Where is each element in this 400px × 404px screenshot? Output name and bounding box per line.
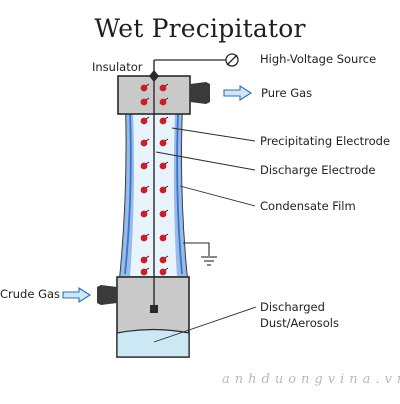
charge-particle-right xyxy=(159,117,167,125)
pure-gas-arrow-icon xyxy=(223,84,253,102)
charge-particle-left-tail xyxy=(145,161,150,165)
charge-particle-right xyxy=(159,268,167,276)
label-condensate-film: Condensate Film xyxy=(260,199,356,213)
pure-gas-nozzle xyxy=(190,82,210,104)
charge-particle-left xyxy=(140,256,148,264)
charge-particle-left-tail xyxy=(145,185,150,189)
charge-particle-left xyxy=(140,84,148,92)
label-discharged-dust-line2: Dust/Aerosols xyxy=(260,316,339,330)
charge-particle-left-tail xyxy=(145,209,150,213)
charge-particle-right-tail xyxy=(164,209,169,213)
charge-particle-right-tail xyxy=(164,161,169,165)
charge-particle-right-tail xyxy=(164,255,169,259)
label-insulator: Insulator xyxy=(92,60,143,74)
charge-particle-right xyxy=(159,162,167,170)
electrode-weight xyxy=(150,305,158,313)
charge-particle-left xyxy=(140,117,148,125)
charge-particle-left-tail xyxy=(145,83,150,87)
charge-particle-right xyxy=(159,256,167,264)
charge-particle-left xyxy=(140,210,148,218)
charge-particle-right xyxy=(159,186,167,194)
charge-particle-left-tail xyxy=(145,255,150,259)
charge-particle-left xyxy=(140,98,148,106)
condensate-film-right xyxy=(176,113,183,275)
ground-icon xyxy=(183,242,217,266)
condensate-film-left xyxy=(124,113,132,275)
charge-particle-left xyxy=(140,186,148,194)
label-crude-gas: Crude Gas xyxy=(0,287,61,301)
label-high-voltage-source: High-Voltage Source xyxy=(260,52,377,66)
charge-particle-left-tail xyxy=(145,138,150,142)
charge-particle-right-tail xyxy=(164,233,169,237)
charge-particle-right xyxy=(159,234,167,242)
charge-particle-left-tail xyxy=(145,116,150,120)
charged-particles xyxy=(140,83,169,276)
crude-gas-nozzle xyxy=(97,285,117,305)
charge-particle-right-tail xyxy=(164,116,169,120)
watermark: anhduongvina.vn xyxy=(222,372,400,387)
charge-particle-right-tail xyxy=(164,138,169,142)
charge-particle-right-tail xyxy=(164,83,169,87)
charge-particle-left xyxy=(140,139,148,147)
crude-gas-arrow-icon xyxy=(62,286,92,304)
charge-particle-left xyxy=(140,162,148,170)
charge-particle-left-tail xyxy=(145,97,150,101)
leader-lines xyxy=(153,127,257,343)
label-pure-gas: Pure Gas xyxy=(261,86,313,100)
charge-particle-left-tail xyxy=(145,267,150,271)
label-discharge-electrode: Discharge Electrode xyxy=(260,163,376,177)
label-precipitating-electrode: Precipitating Electrode xyxy=(260,134,391,148)
charge-particle-right-tail xyxy=(164,267,169,271)
charge-particle-right xyxy=(159,98,167,106)
charge-particle-left-tail xyxy=(145,233,150,237)
diagram-title: Wet Precipitator xyxy=(94,14,306,43)
charge-particle-left xyxy=(140,268,148,276)
charge-particle-right xyxy=(159,139,167,147)
charge-particle-right-tail xyxy=(164,97,169,101)
high-voltage-terminal-icon xyxy=(225,53,239,67)
charge-particle-right-tail xyxy=(164,185,169,189)
charge-particle-right xyxy=(159,210,167,218)
charge-particle-left xyxy=(140,234,148,242)
label-discharged-dust-line1: Discharged xyxy=(260,300,325,314)
charge-particle-right xyxy=(159,84,167,92)
insulator-icon xyxy=(149,70,159,82)
